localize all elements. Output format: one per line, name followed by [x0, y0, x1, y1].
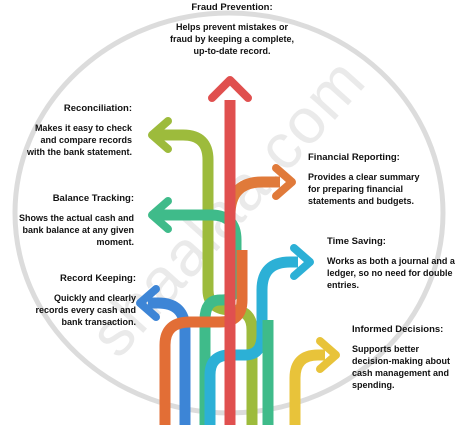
arrowhead-time — [290, 244, 314, 280]
item-title: Financial Reporting: — [308, 152, 400, 163]
item-text: Quickly and clearly records every cash a… — [35, 293, 136, 327]
arrow-orange-left — [159, 250, 248, 425]
arrowhead-informed — [316, 337, 340, 373]
item-time-saving: Time Saving: Works as both a journal and… — [327, 236, 455, 291]
item-text: Supports better decision-making about ca… — [352, 344, 451, 390]
item-text: Makes it easy to check and compare recor… — [26, 123, 132, 157]
item-fraud-prevention: Fraud Prevention: Helps prevent mistakes… — [168, 2, 296, 57]
item-reconciliation: Reconciliation: Makes it easy to check a… — [20, 103, 132, 158]
item-informed-decisions: Informed Decisions: Supports better deci… — [352, 324, 456, 391]
item-title: Balance Tracking: — [52, 193, 134, 204]
item-text: Works as both a journal and a ledger, so… — [327, 256, 455, 290]
item-title: Fraud Prevention: — [191, 2, 273, 13]
item-financial-reporting: Financial Reporting: Provides a clear su… — [308, 152, 428, 207]
item-text: Shows the actual cash and bank balance a… — [18, 213, 134, 247]
arrowhead-record — [136, 285, 160, 321]
arrow-time-saving — [204, 256, 298, 425]
arrowhead-reconciliation — [148, 117, 172, 153]
item-text: Provides a clear summary for preparing f… — [308, 172, 420, 206]
item-record-keeping: Record Keeping: Quickly and clearly reco… — [20, 273, 136, 328]
arrowhead-balance — [148, 197, 172, 233]
item-title: Time Saving: — [327, 236, 386, 247]
arrowhead-financial — [272, 164, 296, 200]
item-title: Informed Decisions: — [352, 324, 444, 335]
item-balance-tracking: Balance Tracking: Shows the actual cash … — [0, 193, 134, 248]
item-text: Helps prevent mistakes or fraud by keepi… — [169, 22, 295, 56]
arrowhead-fraud — [208, 76, 252, 102]
arrow-record-keeping — [148, 297, 191, 425]
item-title: Reconciliation: — [63, 103, 132, 114]
item-title: Record Keeping: — [59, 273, 136, 284]
arrow-informed-decisions — [289, 349, 325, 425]
